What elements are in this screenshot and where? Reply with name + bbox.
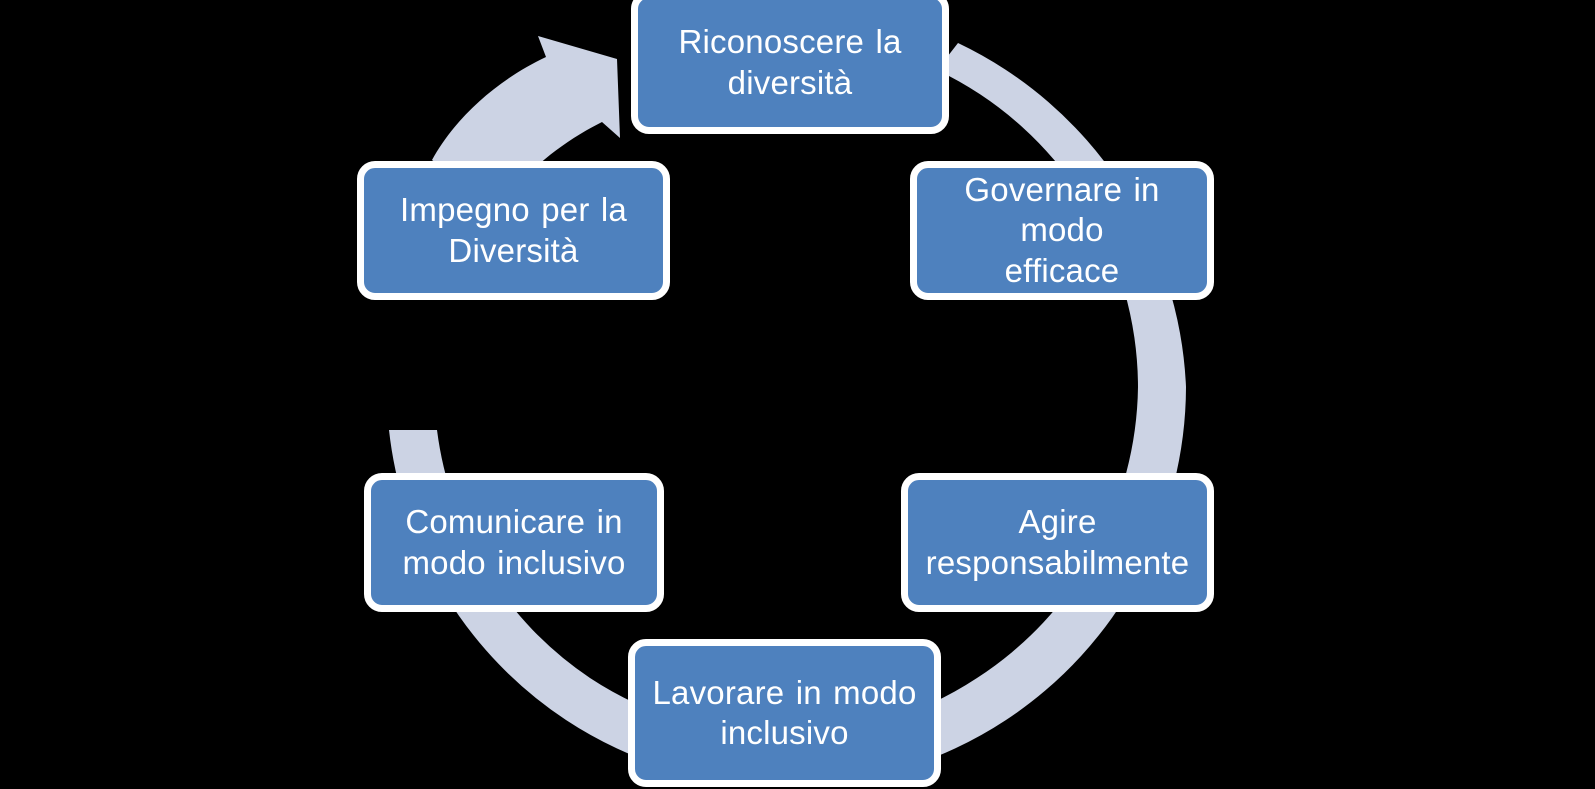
- cycle-node-label: Governare in modoefficace: [964, 171, 1160, 289]
- cycle-node-label: Lavorare in modoinclusivo: [652, 673, 917, 751]
- cycle-node-governare-in-modo-efficace[interactable]: Governare in modoefficace: [910, 161, 1214, 300]
- cycle-node-comunicare-in-modo-inclusivo[interactable]: Comunicare inmodo inclusivo: [364, 473, 664, 612]
- cycle-node-label: Agireresponsabilmente: [925, 503, 1190, 581]
- cycle-node-label: Impegno per laDiversità: [400, 191, 627, 269]
- cycle-node-agire-responsabilmente[interactable]: Agireresponsabilmente: [901, 473, 1214, 612]
- cycle-node-impegno-per-la-diversita[interactable]: Impegno per laDiversità: [357, 161, 670, 300]
- cycle-node-label: Riconoscere ladiversità: [678, 23, 902, 101]
- cycle-node-riconoscere-la-diversita[interactable]: Riconoscere ladiversità: [631, 0, 949, 134]
- cycle-node-lavorare-in-modo-inclusivo[interactable]: Lavorare in modoinclusivo: [628, 639, 941, 787]
- cycle-node-label: Comunicare inmodo inclusivo: [402, 503, 626, 581]
